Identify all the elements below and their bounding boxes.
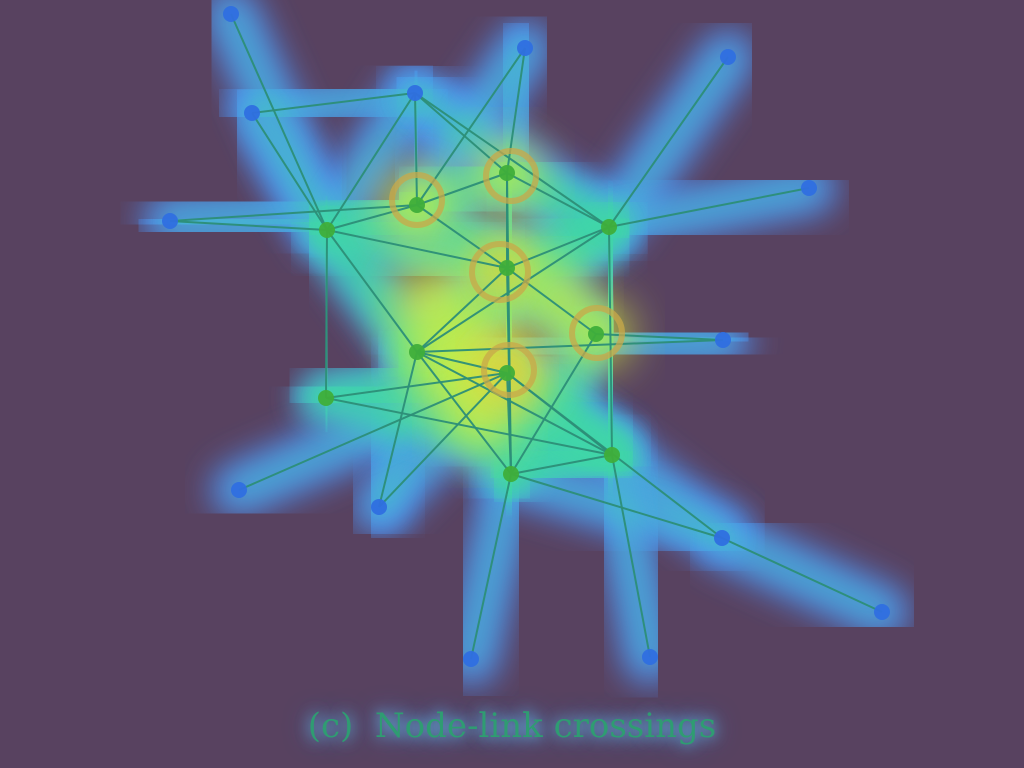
graph-node xyxy=(499,260,515,276)
graph-node xyxy=(604,447,620,463)
graph-edge xyxy=(506,172,512,475)
graph-node xyxy=(503,466,519,482)
graph-node xyxy=(318,390,334,406)
graph-edge xyxy=(510,454,613,475)
graph-node xyxy=(588,326,604,342)
graph-edge xyxy=(608,187,810,228)
graph-node xyxy=(499,165,515,181)
node-layer xyxy=(162,6,890,667)
graph-node xyxy=(874,604,890,620)
graph-node xyxy=(407,85,423,101)
graph-node xyxy=(720,49,736,65)
graph-edge xyxy=(416,204,508,269)
graph-edge xyxy=(506,172,610,228)
graph-edge xyxy=(325,229,328,399)
graph-edge xyxy=(506,267,597,335)
graph-edge xyxy=(169,220,328,231)
graph-node xyxy=(162,213,178,229)
graph-node xyxy=(223,6,239,22)
graph-edge xyxy=(416,226,610,353)
crossing-highlight-layer xyxy=(389,148,625,398)
graph-node xyxy=(409,344,425,360)
graph-node xyxy=(715,332,731,348)
graph-edge xyxy=(414,92,418,206)
graph-edge xyxy=(326,229,418,353)
graph-edge xyxy=(510,473,723,539)
graph-edge xyxy=(378,351,418,508)
graph-edge xyxy=(238,372,508,491)
graph-node xyxy=(371,499,387,515)
graph-node xyxy=(319,222,335,238)
graph-edge xyxy=(325,372,508,399)
graph-edge xyxy=(414,92,610,228)
graph-edge xyxy=(416,351,613,456)
graph-node xyxy=(517,40,533,56)
graph-edge xyxy=(416,172,508,206)
graph-edge xyxy=(325,397,613,456)
graph-node xyxy=(463,651,479,667)
graph-edge xyxy=(595,333,724,341)
edge-layer xyxy=(169,13,883,660)
graph-edge xyxy=(326,92,416,231)
graph-edge xyxy=(608,56,729,228)
graph-edge xyxy=(378,372,508,508)
graph-edge xyxy=(470,473,512,660)
graph-node xyxy=(231,482,247,498)
graph-node xyxy=(499,365,515,381)
graph-edge xyxy=(251,92,416,114)
graph-node xyxy=(244,105,260,121)
crossing-highlight-ring xyxy=(483,148,539,204)
graph-node xyxy=(409,197,425,213)
graph-node xyxy=(714,530,730,546)
crossing-highlight-ring xyxy=(389,172,445,228)
heat-hotspot xyxy=(528,268,592,332)
graph-edge xyxy=(416,351,512,475)
graph-node xyxy=(642,649,658,665)
crossing-highlight-ring xyxy=(469,241,531,303)
graph-edge xyxy=(416,339,724,353)
graph-edge xyxy=(721,537,883,613)
graph-edge xyxy=(608,226,613,456)
graph-edge xyxy=(230,13,328,231)
graph-edge xyxy=(611,454,651,658)
heat-hotspot xyxy=(446,386,514,454)
graph-edge xyxy=(416,351,508,374)
figure-caption: (c) Node-link crossings xyxy=(307,706,717,746)
graph-edge xyxy=(416,267,508,353)
crossing-highlight-ring xyxy=(481,342,537,398)
graph-node xyxy=(801,180,817,196)
graph-edge xyxy=(326,204,418,231)
crossing-highlight-ring xyxy=(569,305,625,361)
graph-edge xyxy=(251,112,328,231)
graph-node xyxy=(601,219,617,235)
graph-edge xyxy=(510,333,597,475)
heat-hotspot xyxy=(390,260,470,340)
graph-edge xyxy=(169,204,418,222)
